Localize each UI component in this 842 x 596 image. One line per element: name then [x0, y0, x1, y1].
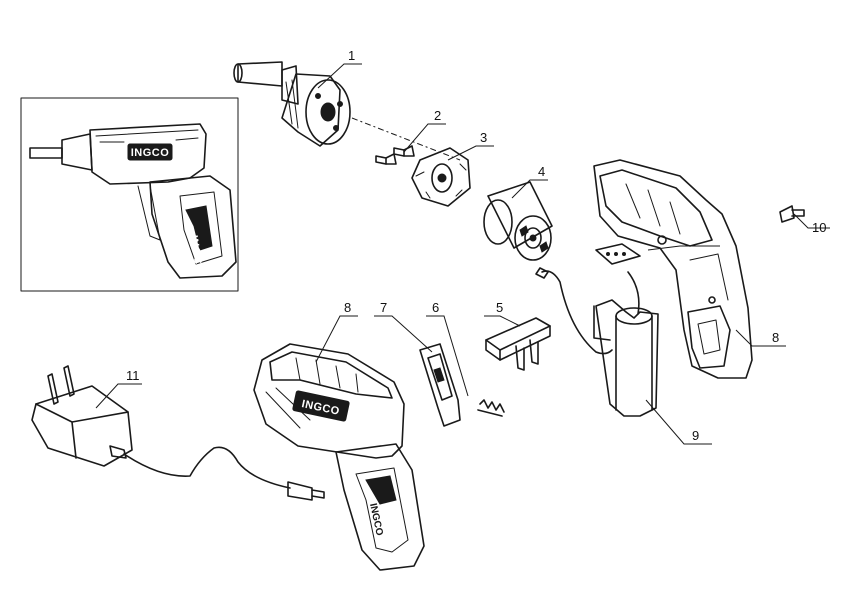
main-handle [335, 443, 425, 571]
inset-handle [149, 175, 237, 279]
charger-body [31, 385, 133, 467]
main-body [253, 343, 405, 459]
inset-frame [20, 97, 239, 292]
charger-plug [287, 481, 313, 501]
charger-cable [123, 446, 291, 489]
part-8-housing-right [593, 159, 753, 379]
axis-line-1 [351, 117, 461, 161]
callout-numbers: 1 2 3 4 5 6 7 8 8 9 10 11 [126, 48, 826, 443]
callout-6: 6 [432, 300, 439, 315]
part-11-charger [31, 365, 325, 501]
battery-body [595, 299, 659, 417]
callout-3: 3 [480, 130, 487, 145]
callout-8-left: 8 [344, 300, 351, 315]
callout-4: 4 [538, 164, 545, 179]
callout-8-right: 8 [772, 330, 779, 345]
inset-bit [29, 147, 63, 159]
part-3-motor-plate [411, 147, 471, 207]
motor-body [487, 181, 553, 249]
charger-pin-right [63, 365, 75, 397]
part-9-battery [535, 267, 659, 417]
callout-5: 5 [496, 300, 503, 315]
gearbox-face [305, 79, 351, 145]
gearbox-housing [281, 73, 341, 147]
charger-pin-left [47, 373, 59, 405]
callout-7: 7 [380, 300, 387, 315]
main-brand-plate [292, 390, 350, 422]
leader-lines [95, 63, 830, 445]
part-2-screws [375, 145, 415, 165]
main-assembled-screwdriver: INGCO INGCO [253, 343, 425, 571]
inset-brand-plate [127, 143, 173, 161]
part-7-direction-switch [419, 343, 461, 427]
callout-1: 1 [348, 48, 355, 63]
callout-2: 2 [434, 108, 441, 123]
battery-wire-red [627, 271, 640, 315]
part-1-gearbox [233, 61, 351, 147]
part-10-screw [779, 205, 805, 223]
inset-brand-label: INGCO [131, 147, 170, 159]
callout-10: 10 [812, 220, 826, 235]
contact-plate [595, 243, 641, 265]
inset-assembled-view: INGCO INGCO [20, 97, 239, 292]
screw-upper [393, 147, 405, 157]
housing-right-outline [593, 159, 753, 379]
gearbox-shaft [237, 61, 283, 87]
part-6-spring [477, 399, 505, 417]
callout-9: 9 [692, 428, 699, 443]
inset-chuck [61, 133, 93, 171]
motor-end-cap [514, 215, 552, 261]
screw-lower [375, 155, 387, 165]
battery-wire-black [541, 270, 613, 355]
part-4-motor [483, 181, 553, 261]
part-5-switch [485, 317, 551, 371]
callout-11: 11 [126, 368, 140, 383]
motor-plate [411, 147, 471, 207]
